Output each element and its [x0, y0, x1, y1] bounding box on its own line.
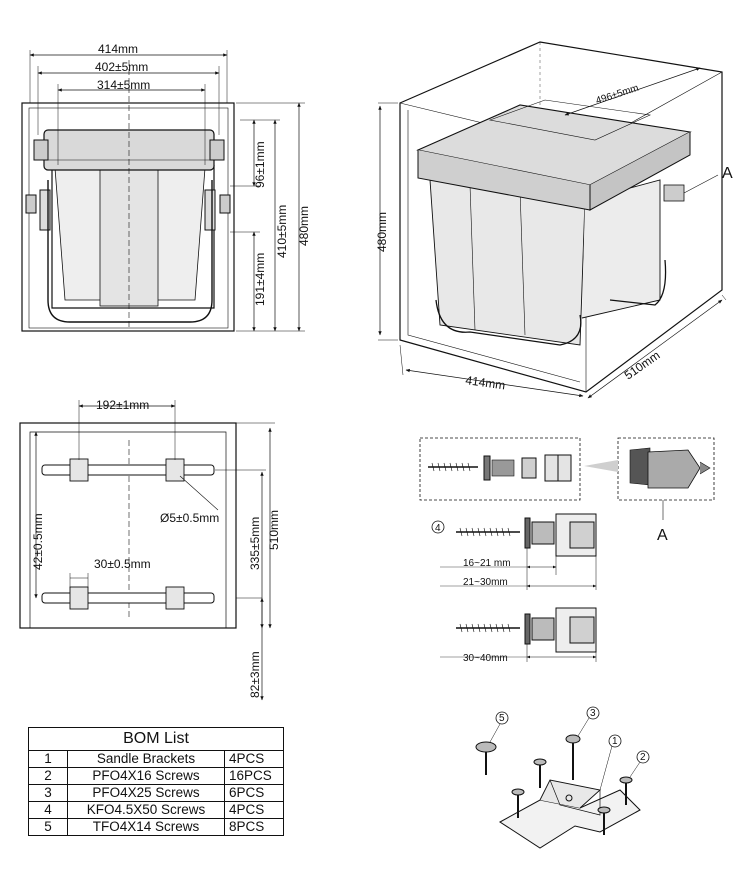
bom-desc: Sandle Brackets — [67, 750, 225, 768]
dim-range-30-40: 30~40mm — [463, 653, 508, 664]
plan-view — [19, 400, 275, 701]
bom-no: 5 — [28, 818, 68, 836]
exploded-bracket — [475, 706, 650, 849]
bom-no: 1 — [28, 750, 68, 768]
marker-5: 5 — [499, 713, 505, 724]
screw-5 — [475, 741, 497, 775]
screw-3 — [565, 734, 581, 780]
dim-range-21-30: 21~30mm — [463, 577, 508, 588]
exploded-markers: 5 3 1 2 — [499, 708, 646, 763]
callout-a-iso: A — [722, 165, 733, 182]
screw-2b — [511, 788, 525, 818]
dim-iso-width: 414mm — [465, 373, 507, 392]
bom-no: 3 — [28, 784, 68, 802]
bom-row: 5 TFO4X14 Screws 8PCS — [28, 818, 284, 836]
dim-hole: Ø5±0.5mm — [160, 511, 219, 525]
marker-1: 1 — [612, 736, 618, 747]
plan-view-labels: 192±1mm Ø5±0.5mm 42±0.5mm 30±0.5mm 335±5… — [31, 398, 281, 698]
bom-qty: 4PCS — [224, 801, 284, 819]
bom-qty: 16PCS — [224, 767, 284, 785]
bom-table: BOM List 1 Sandle Brackets 4PCS 2 PFO4X1… — [28, 727, 284, 836]
bom-qty: 4PCS — [224, 750, 284, 768]
bom-no: 4 — [28, 801, 68, 819]
dim-depth-top: 496±5mm — [595, 83, 641, 107]
dim-overall-height: 480mm — [297, 206, 311, 246]
bom-desc: KFO4.5X50 Screws — [67, 801, 225, 819]
dim-base-height: 191±4mm — [253, 253, 267, 306]
bom-title: BOM List — [28, 727, 284, 751]
bom-no: 2 — [28, 767, 68, 785]
dim-bracket-spacing: 192±1mm — [96, 398, 149, 412]
dim-rail-distance: 335±5mm — [248, 517, 262, 570]
detail-a — [419, 437, 715, 662]
dim-rail-offset: 42±0.5mm — [31, 513, 45, 570]
dim-bracket-gap: 30±0.5mm — [94, 557, 151, 571]
bom-row: 1 Sandle Brackets 4PCS — [28, 750, 284, 768]
dim-top-offset: 96±1mm — [253, 141, 267, 188]
front-view — [21, 50, 305, 332]
bom-row: 3 PFO4X25 Screws 6PCS — [28, 784, 284, 802]
detail-a-labels: A 4 16~21 mm 21~30mm 30~40mm — [435, 523, 668, 664]
bom-qty: 6PCS — [224, 784, 284, 802]
dim-bin-width: 314±5mm — [97, 78, 150, 92]
dim-iso-depth: 510mm — [622, 348, 663, 382]
screw-2c — [619, 776, 633, 805]
dim-inner-width: 402±5mm — [95, 60, 148, 74]
marker-3: 3 — [590, 708, 596, 719]
marker-2: 2 — [640, 752, 646, 763]
screw-2d — [597, 806, 611, 835]
dim-plan-depth: 510mm — [267, 510, 281, 550]
screw-2a — [533, 758, 547, 788]
dim-bin-height: 410±5mm — [275, 205, 289, 258]
dim-range-16-21: 16~21 mm — [463, 558, 511, 569]
dim-overall-width: 414mm — [98, 42, 138, 56]
dim-back-offset: 82±3mm — [248, 651, 262, 698]
iso-view — [378, 41, 727, 399]
bom-row: 2 PFO4X16 Screws 16PCS — [28, 767, 284, 785]
dim-iso-height: 480mm — [375, 212, 389, 252]
bom-desc: TFO4X14 Screws — [67, 818, 225, 836]
bom-row: 4 KFO4.5X50 Screws 4PCS — [28, 801, 284, 819]
bom-qty: 8PCS — [224, 818, 284, 836]
bom-desc: PFO4X25 Screws — [67, 784, 225, 802]
item-marker-4: 4 — [435, 523, 441, 534]
bom-title-row: BOM List — [28, 727, 284, 751]
callout-a-detail: A — [657, 527, 668, 544]
bom-desc: PFO4X16 Screws — [67, 767, 225, 785]
front-view-labels: 414mm 402±5mm 314±5mm 96±1mm 410±5mm 480… — [95, 42, 311, 306]
